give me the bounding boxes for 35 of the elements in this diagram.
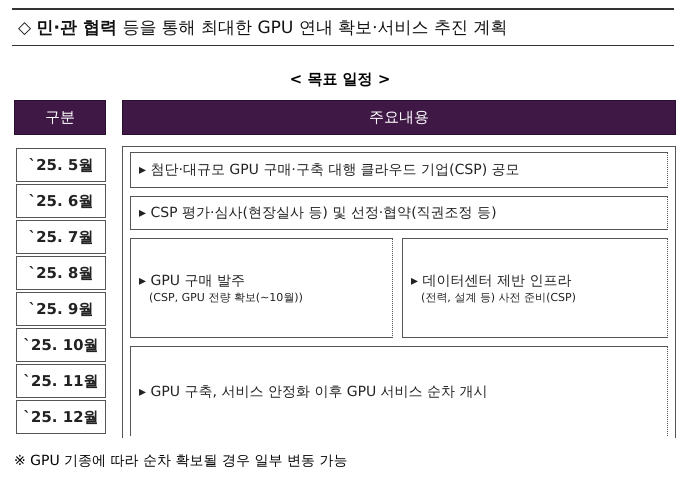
month-cell xyxy=(16,184,106,218)
month-cell xyxy=(16,292,106,326)
task-note: (전력, 설계 등) 사전 준비(CSP) xyxy=(420,290,577,304)
task-bar xyxy=(130,152,668,188)
cell-text: `25. 11월 xyxy=(23,372,99,390)
subtitle: < 목표 일정 > xyxy=(290,70,390,88)
task-bar xyxy=(130,346,668,436)
month-cell xyxy=(16,328,106,362)
task-bar xyxy=(130,196,668,230)
month-cell xyxy=(16,364,106,398)
task-text: ▸ 데이터센터 제반 인프라 xyxy=(411,272,572,290)
month-cell xyxy=(16,400,106,434)
footnote: ※ GPU 기종에 따라 순차 확보될 경우 일부 변동 가능 xyxy=(14,453,348,469)
task-bar xyxy=(402,238,668,338)
cell-text: `25. 9월 xyxy=(28,300,94,318)
month-cell xyxy=(16,148,106,182)
month-cell xyxy=(16,220,106,254)
task-text: ▸ CSP 평가·심사(현장실사 등) 및 선정·협약(직권조정 등) xyxy=(139,204,498,222)
task-text: ▸ GPU 구매 발주 xyxy=(139,272,246,290)
cell-text: 주요내용 xyxy=(369,108,429,127)
cell-text: 구분 xyxy=(45,108,75,127)
task-text: ▸ GPU 구축, 서비스 안정화 이후 GPU 서비스 순차 개시 xyxy=(139,382,489,400)
cell-text: `25. 10월 xyxy=(23,336,99,354)
cell-text: `25. 8월 xyxy=(28,264,94,282)
task-note: (CSP, GPU 전량 확보(~10월)) xyxy=(148,290,304,304)
column-header xyxy=(14,100,106,135)
title: ◇ 민·관 협력 등을 통해 최대한 GPU 연내 확보·서비스 추진 계획 xyxy=(18,17,508,39)
cell-text: `25. 6월 xyxy=(28,192,94,210)
month-cell xyxy=(16,256,106,290)
column-header xyxy=(122,100,676,135)
cell-text: `25. 5월 xyxy=(28,156,94,174)
cell-text: `25. 12월 xyxy=(23,408,99,426)
cell-text: `25. 7월 xyxy=(28,228,94,246)
task-bar xyxy=(130,238,393,338)
task-text: ▸ 첨단·대규모 GPU 구매·구축 대행 클라우드 기업(CSP) 공모 xyxy=(139,161,521,179)
